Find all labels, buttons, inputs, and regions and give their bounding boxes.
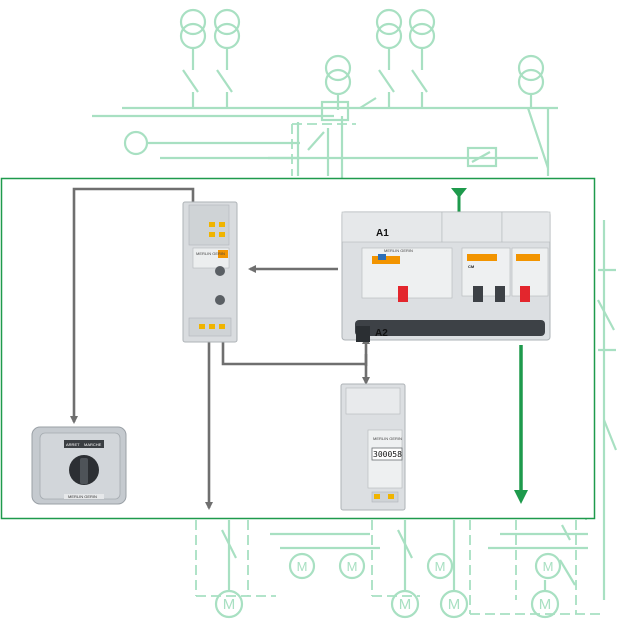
motor-letter: M	[399, 596, 412, 613]
motor-symbol: M	[426, 552, 454, 580]
motor-symbol: M	[439, 589, 469, 619]
motor-letter: M	[448, 596, 461, 613]
counter-reading: 300058	[373, 450, 402, 459]
motor-letter: M	[297, 559, 308, 574]
motor-symbol: M	[288, 552, 316, 580]
motor-symbol: M	[390, 589, 420, 619]
terminal-a1-label: A1	[376, 228, 389, 239]
breaker-module-label: CM	[468, 264, 475, 269]
background-schematic: M M M M M M M M	[92, 8, 618, 619]
switch-off-label: ARRET	[66, 442, 80, 447]
terminal-a2-label: A2	[375, 328, 388, 339]
motor-letter: M	[435, 559, 446, 574]
selector-switch-box: ARRET MARCHE MERLIN GERIN	[31, 426, 127, 505]
switch-on-label: MARCHE	[84, 442, 102, 447]
timer-relay: MERLIN GERIN	[182, 201, 238, 343]
breaker-brand: MERLIN GERIN	[384, 248, 413, 253]
switch-brand: MERLIN GERIN	[68, 494, 97, 499]
motor-letter: M	[347, 559, 358, 574]
motor-symbol: M	[214, 589, 244, 619]
circuit-breaker-block: CM MERLIN GERIN	[341, 211, 551, 342]
motor-symbol: M	[338, 552, 366, 580]
relay-brand: MERLIN GERIN	[196, 251, 225, 256]
motor-letter: M	[223, 596, 236, 613]
relay-to-switch-arrow	[70, 187, 195, 424]
transformer-symbol	[517, 54, 545, 108]
motor-letter: M	[539, 596, 552, 613]
connection-arrows	[70, 187, 370, 510]
motor-symbol: M	[534, 552, 562, 580]
hour-counter: 300058 MERLIN GERIN	[340, 383, 406, 511]
relay-to-counter-arrow	[221, 342, 366, 366]
supply-input	[451, 188, 467, 212]
transformer-symbol	[375, 8, 436, 70]
counter-brand: MERLIN GERIN	[373, 436, 402, 441]
motor-letter: M	[543, 559, 554, 574]
mode-setting-dial	[215, 295, 225, 305]
time-setting-dial	[215, 266, 225, 276]
transformer-symbol	[179, 8, 241, 70]
